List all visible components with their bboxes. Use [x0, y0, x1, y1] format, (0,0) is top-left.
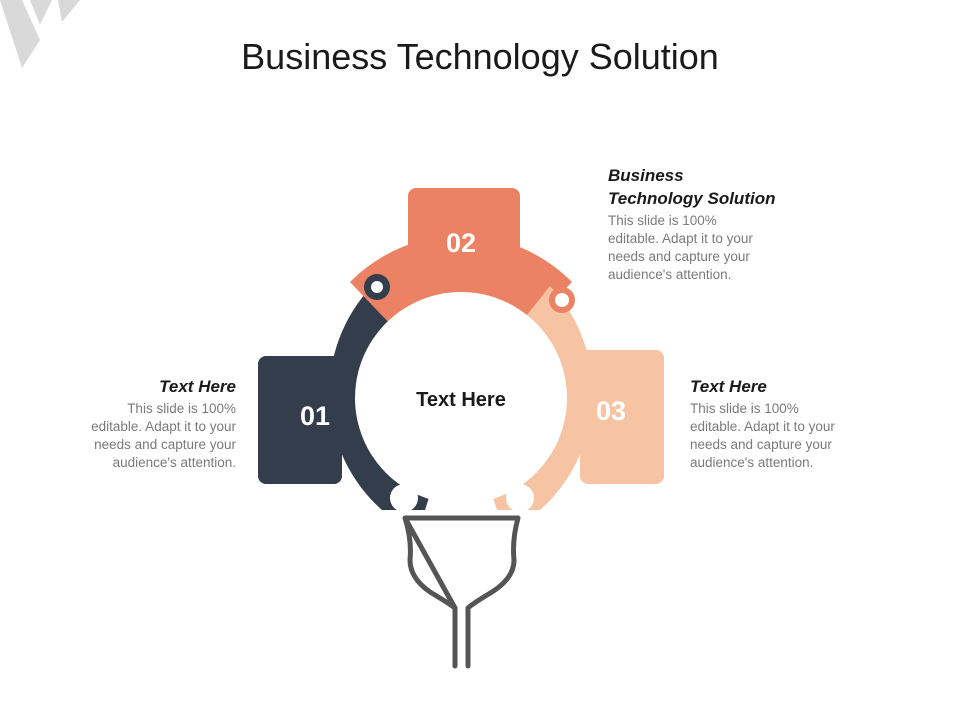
text-block-top: Business Technology Solution This slide …: [608, 164, 808, 284]
body-line: This slide is 100%: [127, 401, 236, 416]
puzzle-piece-01: [258, 286, 461, 510]
text-block-right: Text Here This slide is 100% editable. A…: [690, 376, 860, 472]
text-block-body: This slide is 100% editable. Adapt it to…: [608, 212, 808, 284]
slide-title: Business Technology Solution: [241, 36, 719, 78]
heading-line: Business: [608, 166, 684, 185]
puzzle-piece-02: [350, 188, 572, 398]
piece-number-03: 03: [596, 396, 626, 426]
text-block-heading: Text Here: [690, 377, 767, 396]
piece-number-02: 02: [446, 228, 476, 258]
body-line: editable. Adapt it to your: [91, 419, 236, 434]
puzzle-piece-03: [461, 286, 664, 510]
body-line: This slide is 100%: [690, 401, 799, 416]
logo-mark: [0, 0, 80, 68]
text-block-body: This slide is 100% editable. Adapt it to…: [70, 400, 236, 472]
body-line: audience's attention.: [112, 455, 236, 470]
body-line: editable. Adapt it to your: [690, 419, 835, 434]
puzzle-knob: [506, 484, 534, 512]
piece-number-01: 01: [300, 401, 330, 431]
heading-line: Technology Solution: [608, 189, 776, 208]
body-line: This slide is 100%: [608, 213, 717, 228]
body-line: needs and capture your: [690, 437, 832, 452]
body-line: audience's attention.: [690, 455, 814, 470]
puzzle-knob: [390, 484, 418, 512]
puzzle-knob: [371, 281, 383, 293]
puzzle-knob: [555, 293, 569, 307]
body-line: audience's attention.: [608, 267, 732, 282]
bulb-socket-icon: [402, 515, 521, 669]
text-block-body: This slide is 100% editable. Adapt it to…: [690, 400, 860, 472]
body-line: editable. Adapt it to your: [608, 231, 753, 246]
text-block-left: Text Here This slide is 100% editable. A…: [70, 376, 236, 472]
body-line: needs and capture your: [94, 437, 236, 452]
center-label: Text Here: [416, 389, 506, 411]
text-block-heading: Business Technology Solution: [608, 164, 808, 210]
body-line: needs and capture your: [608, 249, 750, 264]
text-block-heading: Text Here: [159, 377, 236, 396]
